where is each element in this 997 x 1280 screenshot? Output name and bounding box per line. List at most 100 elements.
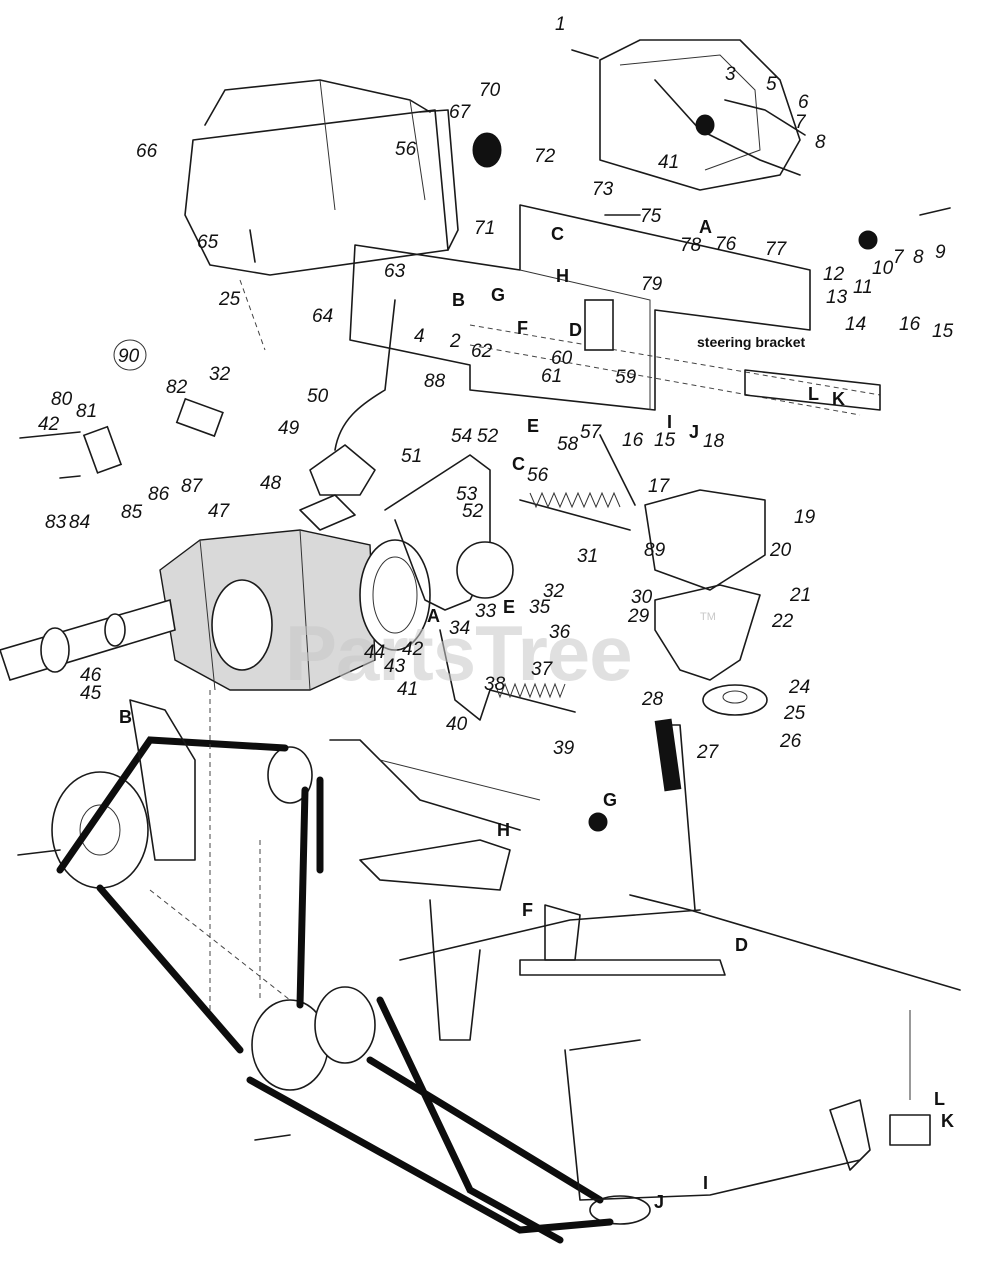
callout-label: 43 [384,656,406,677]
callout-label: 87 [181,476,204,497]
callout-label: 75 [640,206,662,227]
callout-label: 21 [789,585,811,606]
callout-label: 25 [218,289,241,310]
callout-label: 86 [148,484,170,505]
callout-label: 77 [765,239,788,260]
callout-label: 4 [414,326,425,347]
callout-label: K [941,1111,954,1131]
callout-label: 59 [615,367,637,388]
callout-label: 65 [197,232,219,253]
fender-pan [184,79,459,276]
callout-label: 79 [641,274,663,295]
callout-label: B [119,707,132,727]
callout-label: 13 [826,287,848,308]
callout-label: 57 [580,422,603,443]
callout-label: 15 [654,430,676,451]
callout-label: 34 [449,618,470,639]
callout-label: 16 [899,314,921,335]
callout-label: 60 [551,348,573,369]
dash-console [599,39,806,191]
callout-label: 71 [474,218,495,239]
callout-label: 89 [644,540,666,561]
transmission [0,529,376,691]
callout-label: I [667,412,672,432]
callout-label: 82 [166,377,188,398]
callout-label: L [808,384,819,404]
callout-label: 3 [725,64,736,85]
callout-label: 27 [696,742,720,763]
callout-label: L [934,1089,945,1109]
callout-label: 53 [456,484,478,505]
callout-label: E [503,597,515,617]
callout-label: 76 [715,234,737,255]
callout-label: 44 [364,642,385,663]
callout-label: 18 [703,431,725,452]
pulley-bracket [644,489,768,716]
callout-label: 32 [209,364,231,385]
callout-label: G [491,285,505,305]
springs [439,491,631,721]
callout-label: 56 [527,465,549,486]
callout-label: 6 [798,92,809,113]
callout-label: 45 [80,683,102,704]
clutch-assembly [359,454,514,651]
callout-label: 9 [935,242,946,263]
callout-label: 36 [549,622,571,643]
callout-label: 39 [553,738,575,759]
callout-label: 26 [779,731,802,752]
callout-label: I [703,1173,708,1193]
callout-label: 31 [577,546,598,567]
callout-label: 47 [208,501,231,522]
callout-label: 35 [529,597,551,618]
callout-label: 49 [278,418,300,439]
callout-label: 63 [384,261,406,282]
callout-label: 28 [641,689,664,710]
callout-label: 7 [893,247,905,268]
callout-labels: 1 3 5 6 7 8 41 A 76 73 75 77 9 7 8 10 11… [38,14,954,1212]
callout-label: 10 [872,258,894,279]
steering-bracket [744,369,881,411]
callout-label: K [832,389,845,409]
callout-label: 8 [913,247,924,268]
callout-label: 7 [795,112,807,133]
callout-label: 54 [451,426,472,447]
callout-label: 51 [401,446,422,467]
hardware [17,49,951,1141]
callout-label: 19 [794,507,816,528]
callout-label: 37 [531,659,554,680]
callout-label: F [517,318,528,338]
svg-text:TM: TM [700,611,716,623]
linkage [129,699,961,1201]
callout-label: 66 [136,141,158,162]
callout-label: 90 [118,346,140,367]
callout-label: 32 [543,581,565,602]
callout-label: 46 [80,665,102,686]
callout-label: 42 [38,414,60,435]
callout-label: 73 [592,179,614,200]
callout-label: 14 [845,314,866,335]
callout-label: 38 [484,674,506,695]
knobs [472,114,878,832]
callout-label: F [522,900,533,920]
callout-label: 20 [769,540,792,561]
callout-label: 5 [766,74,777,95]
callout-label: 25 [783,703,806,724]
reference-lines [149,279,291,1010]
callout-label: 64 [312,306,333,327]
callout-label: 12 [823,264,845,285]
callout-label: 41 [397,679,418,700]
callout-label: C [512,454,525,474]
callout-label: 15 [932,321,954,342]
callout-label: 30 [631,587,653,608]
callout-label: D [569,320,582,340]
callout-label: 78 [680,235,702,256]
callout-90-circle [113,339,147,371]
callout-label: G [603,790,617,810]
drive-belts [51,736,651,1244]
callout-label: 42 [402,639,424,660]
callout-label: 61 [541,366,562,387]
callout-label: 88 [424,371,446,392]
callout-label: 85 [121,502,143,523]
callout-label: 52 [477,426,499,447]
